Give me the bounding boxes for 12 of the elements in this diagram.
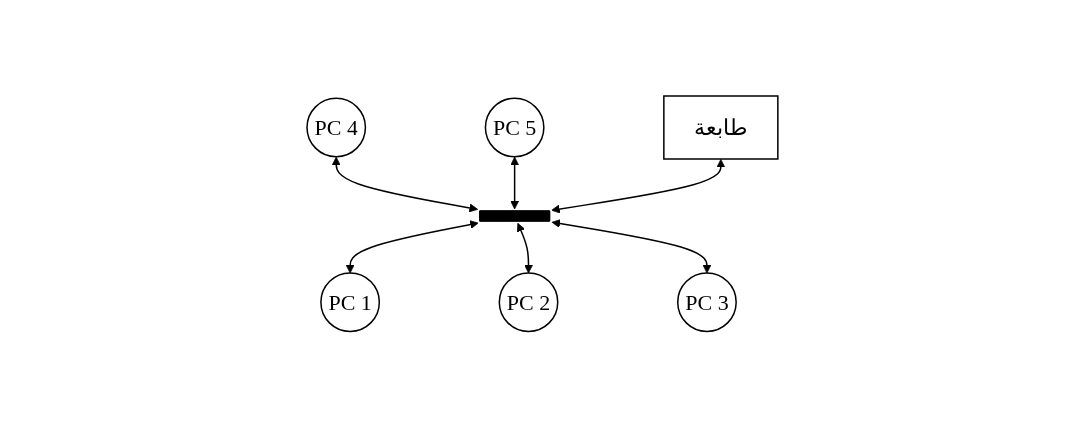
- node-circle: PC 1: [320, 272, 381, 333]
- arrow: [331, 157, 479, 213]
- arrow: [510, 157, 520, 210]
- node-circle: PC 3: [677, 272, 737, 333]
- node-circle: PC 4: [306, 97, 367, 158]
- arrow: [345, 220, 479, 274]
- node-circle: PC 5: [484, 97, 545, 158]
- node-box: طابعة: [663, 95, 779, 161]
- node-circle: PC 2: [498, 272, 559, 333]
- arrow: [551, 219, 712, 274]
- arrow: [551, 159, 726, 214]
- arrow: [517, 223, 533, 274]
